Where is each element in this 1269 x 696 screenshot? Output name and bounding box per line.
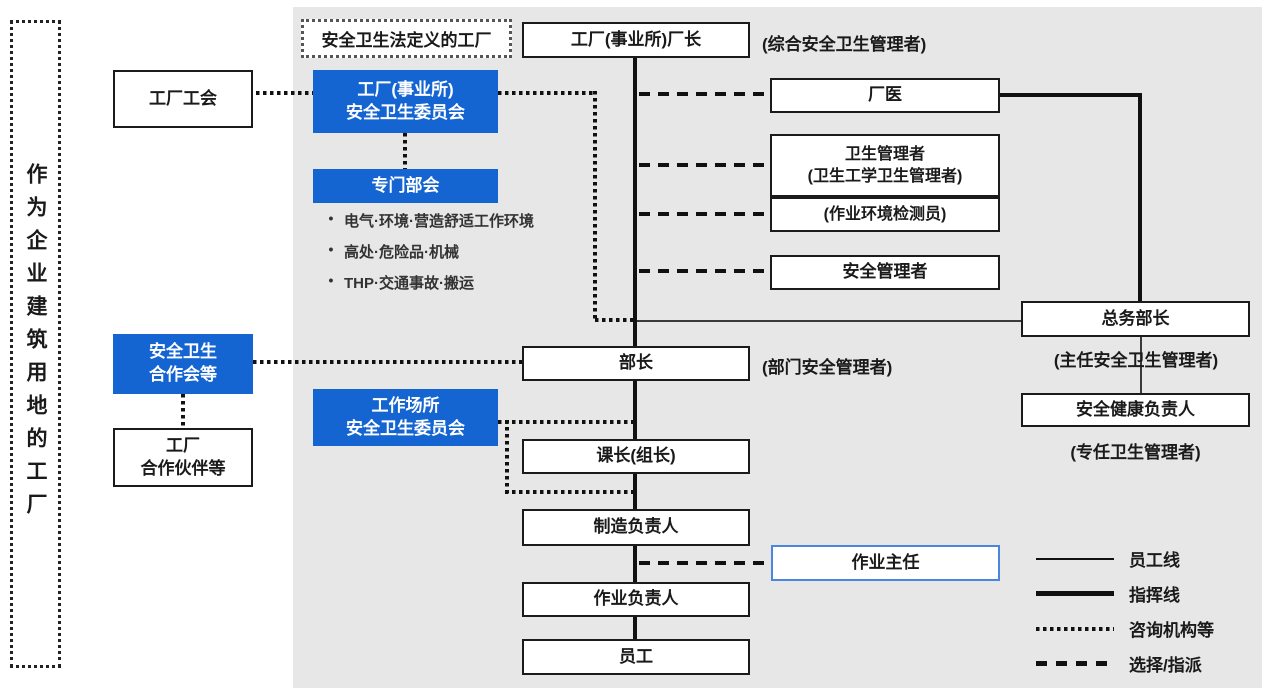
node-general-affairs-director: 总务部长 <box>1021 301 1250 337</box>
node-plant-manager: 工厂(事业所)厂长 <box>522 22 750 58</box>
legend-label: 选择/指派 <box>1129 656 1202 675</box>
node-factory-partners: 工厂 合作伙伴等 <box>113 428 253 487</box>
node-plant-doctor: 厂医 <box>770 78 1000 113</box>
bullet-icon: • <box>328 272 334 288</box>
legal-factory-definition-box: 安全卫生法定义的工厂 <box>301 19 512 58</box>
list-item: • 高处·危险品·机械 <box>318 241 598 262</box>
assign-line-inspector <box>639 212 770 216</box>
consult-line-coop-to-partners <box>181 394 185 428</box>
consult-line-committee-right <box>498 91 596 95</box>
node-hygiene-manager: 卫生管理者 (卫生工学卫生管理者) <box>770 134 1000 197</box>
node-operation-lead: 作业负责人 <box>522 582 750 617</box>
assign-line-operation-chief <box>639 561 771 565</box>
list-item: • THP·交通事故·搬运 <box>318 272 598 293</box>
legend-item-employee-line: 员工线 <box>1036 541 1261 576</box>
node-manufacturing-lead: 制造负责人 <box>522 509 750 546</box>
legend-item-assign-line: 选择/指派 <box>1036 646 1261 681</box>
consult-line-committee-join <box>595 318 637 322</box>
topic-label: 高处·危险品·机械 <box>344 244 459 261</box>
topic-label: THP·交通事故·搬运 <box>344 275 474 292</box>
caption-safety-health-officer: (专任卫生管理者) <box>1070 443 1201 462</box>
consult-line-workplace-lower <box>505 490 637 494</box>
node-factory-union: 工厂工会 <box>113 70 253 128</box>
caption-dept-head: (部门安全管理者) <box>762 358 893 377</box>
caption-general-affairs-director: (主任安全卫生管理者) <box>1053 351 1219 370</box>
list-item: • 电气·环境·营造舒适工作环境 <box>318 210 598 231</box>
enterprise-site-frame: 作为企业建筑用地的工厂 <box>10 20 61 668</box>
consult-line-committee-down <box>593 91 597 321</box>
consult-line-coop-to-depthead <box>253 360 522 364</box>
node-dept-head: 部长 <box>522 346 750 381</box>
node-coop-council: 安全卫生 合作会等 <box>113 334 253 394</box>
dashed-line-sample <box>1036 661 1114 666</box>
node-employees: 员工 <box>522 639 750 675</box>
consult-line-workplace-upper <box>498 420 637 424</box>
legend-label: 咨询机构等 <box>1129 621 1214 640</box>
employee-line-director-to-officer <box>1140 337 1142 393</box>
topic-label: 电气·环境·营造舒适工作环境 <box>344 213 534 230</box>
node-work-env-inspector: (作业环境检测员) <box>770 197 1000 232</box>
subcommittee-topic-list: • 电气·环境·营造舒适工作环境 • 高处·危险品·机械 • THP·交通事故·… <box>318 210 598 303</box>
legend-item-command-line: 指挥线 <box>1036 576 1261 611</box>
consult-line-union <box>256 91 313 95</box>
node-factory-committee: 工厂(事业所) 安全卫生委员会 <box>313 70 498 133</box>
legend-label: 员工线 <box>1129 551 1180 570</box>
employee-line-to-director <box>637 320 1021 322</box>
thick-line-sample <box>1036 591 1114 596</box>
bullet-icon: • <box>328 210 334 226</box>
consult-line-subcommittee <box>403 133 407 169</box>
caption-plant-manager: (综合安全卫生管理者) <box>762 35 927 54</box>
node-section-chief: 课长(组长) <box>522 439 750 474</box>
assign-line-hygiene-manager <box>639 163 770 167</box>
enterprise-site-label: 作为企业建筑用地的工厂 <box>24 162 47 526</box>
bullet-icon: • <box>328 241 334 257</box>
legend-item-consult-line: 咨询机构等 <box>1036 611 1261 646</box>
node-special-subcommittee: 专门部会 <box>313 169 498 203</box>
command-line-doctor-horizontal <box>998 93 1142 97</box>
line-legend: 员工线 指挥线 咨询机构等 选择/指派 <box>1036 541 1261 681</box>
dotted-line-sample <box>1036 626 1114 631</box>
assign-line-plant-doctor <box>639 92 770 96</box>
thin-line-sample <box>1036 557 1114 560</box>
node-operation-chief: 作业主任 <box>771 545 1000 581</box>
node-safety-manager: 安全管理者 <box>770 255 1000 290</box>
node-workplace-committee: 工作场所 安全卫生委员会 <box>313 389 498 446</box>
consult-line-workplace-down <box>505 420 509 493</box>
legend-label: 指挥线 <box>1129 586 1180 605</box>
node-safety-health-officer: 安全健康负责人 <box>1021 393 1250 427</box>
assign-line-safety-manager <box>639 269 770 273</box>
command-line-doctor-vertical <box>1138 93 1142 303</box>
